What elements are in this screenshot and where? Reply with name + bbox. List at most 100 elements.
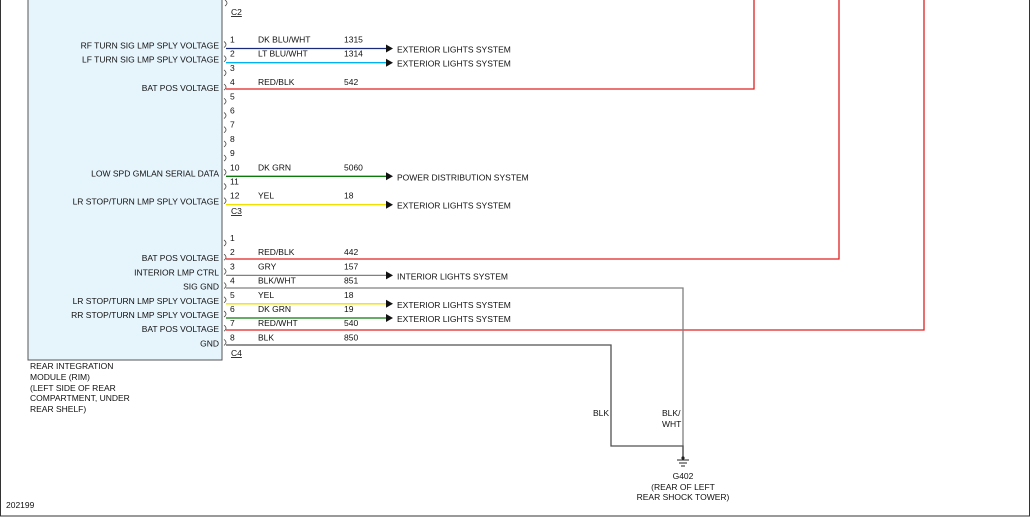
pin-number: 5 — [230, 91, 235, 101]
wire-color-label: DK BLU/WHT — [258, 35, 310, 45]
connector-c4-label: C4 — [231, 348, 242, 358]
circuit-number: 5060 — [344, 162, 363, 172]
wire-c4-7-route — [226, 0, 925, 331]
wire-color-label: BLK — [258, 332, 274, 342]
pin-number: 3 — [230, 261, 235, 271]
wire-color-label: BLK/WHT — [258, 276, 296, 286]
connector-c3-label: C3 — [231, 206, 242, 216]
pin-mark — [223, 168, 227, 176]
circuit-number: 850 — [344, 332, 358, 342]
wire-c4-2-route — [226, 0, 840, 260]
arrow-icon — [386, 172, 393, 181]
ground-wire-blkwht-label: WHT — [662, 419, 681, 429]
pin-number: 9 — [230, 148, 235, 158]
pin-number: 7 — [230, 120, 235, 130]
destination-system-label: EXTERIOR LIGHTS SYSTEM — [397, 201, 511, 211]
pin-number: 6 — [230, 106, 235, 116]
pin-number: 10 — [230, 162, 240, 172]
pin-number: 8 — [230, 134, 235, 144]
pin-signal-label: LF TURN SIG LMP SPLY VOLTAGE — [82, 55, 219, 65]
module-name-line: MODULE (RIM) — [30, 372, 90, 382]
pin-mark — [223, 253, 227, 261]
arrow-icon — [386, 271, 393, 280]
pin-number: 4 — [230, 276, 235, 286]
pin-signal-label: INTERIOR LMP CTRL — [134, 267, 219, 277]
pin-mark — [223, 140, 227, 148]
pin-mark — [223, 268, 227, 275]
wire-color-label: LT BLU/WHT — [258, 49, 308, 59]
pin-mark — [223, 55, 227, 63]
pin-number: 7 — [230, 318, 235, 328]
pin-number: 1 — [230, 35, 235, 45]
pin-mark — [223, 296, 227, 304]
pin-signal-label: GND — [200, 338, 219, 348]
arrow-icon — [386, 299, 393, 308]
circuit-number: 851 — [344, 276, 358, 286]
pin-number: 11 — [230, 177, 239, 187]
pin-mark — [223, 97, 227, 105]
module-box — [27, 0, 223, 361]
wire-color-label: GRY — [258, 261, 277, 271]
wire-color-label: DK GRN — [258, 162, 291, 172]
pin-signal-label: BAT POS VOLTAGE — [142, 83, 220, 93]
destination-system-label: INTERIOR LIGHTS SYSTEM — [397, 271, 508, 281]
pin-mark — [223, 126, 227, 134]
ground-wire-blk-label: BLK — [593, 408, 609, 418]
ground-symbol-icon — [677, 456, 689, 467]
circuit-number: 1315 — [344, 35, 363, 45]
ground-id: G402 — [673, 471, 694, 481]
module-name-line: (LEFT SIDE OF REAR — [30, 383, 116, 393]
circuit-number: 540 — [344, 318, 358, 328]
figure-id: 202199 — [6, 500, 35, 510]
wire-color-label: RED/BLK — [258, 247, 295, 257]
pin-number: 4 — [230, 77, 235, 87]
pin-mark — [223, 112, 227, 119]
pin-mark — [223, 339, 227, 346]
connector-c3-pins: 1 RF TURN SIG LMP SPLY VOLTAGE EXTERIOR LI… — [73, 35, 529, 211]
destination-system-label: EXTERIOR LIGHTS SYSTEM — [397, 300, 511, 310]
pin-mark — [223, 197, 227, 205]
wire-color-label: RED/BLK — [258, 77, 295, 87]
pin-number: 1 — [230, 233, 235, 243]
arrow-icon — [386, 314, 393, 322]
pin-signal-label: BAT POS VOLTAGE — [142, 253, 220, 263]
pin-mark — [223, 239, 227, 247]
pin-signal-label: LR STOP/TURN LMP SPLY VOLTAGE — [73, 296, 220, 306]
connector-c2-pin-mark — [224, 0, 228, 7]
wire-color-label: YEL — [258, 290, 274, 300]
circuit-number: 19 — [344, 304, 354, 314]
pin-mark — [223, 324, 227, 332]
wire-color-label: DK GRN — [258, 304, 291, 314]
pin-number: 3 — [230, 63, 235, 73]
pin-mark — [223, 83, 227, 91]
pin-number: 2 — [230, 49, 235, 59]
circuit-number: 442 — [344, 247, 358, 257]
circuit-number: 18 — [344, 290, 354, 300]
wire-c4-4-route — [226, 287, 684, 458]
circuit-number: 1314 — [344, 49, 363, 59]
wire-color-label: YEL — [258, 191, 274, 201]
pin-number: 2 — [230, 247, 235, 257]
arrow-icon — [386, 200, 393, 209]
arrow-icon — [386, 44, 393, 53]
wire-color-label: RED/WHT — [258, 318, 298, 328]
wire-c3-4-route — [226, 0, 755, 90]
pin-mark — [223, 282, 227, 289]
module-name-line: COMPARTMENT, UNDER — [30, 393, 130, 403]
pin-signal-label: SIG GND — [183, 282, 219, 292]
pin-number: 12 — [230, 191, 240, 201]
pin-mark — [223, 310, 227, 318]
destination-system-label: POWER DISTRIBUTION SYSTEM — [397, 172, 529, 182]
pin-signal-label: LOW SPD GMLAN SERIAL DATA — [91, 168, 219, 178]
circuit-number: 18 — [344, 191, 354, 201]
pin-mark — [223, 69, 227, 77]
connector-c2-label: C2 — [231, 7, 242, 17]
wire-c4-8-route — [226, 344, 684, 458]
pin-signal-label: BAT POS VOLTAGE — [142, 324, 220, 334]
pin-signal-label: RF TURN SIG LMP SPLY VOLTAGE — [81, 41, 220, 51]
pin-number: 6 — [230, 304, 235, 314]
